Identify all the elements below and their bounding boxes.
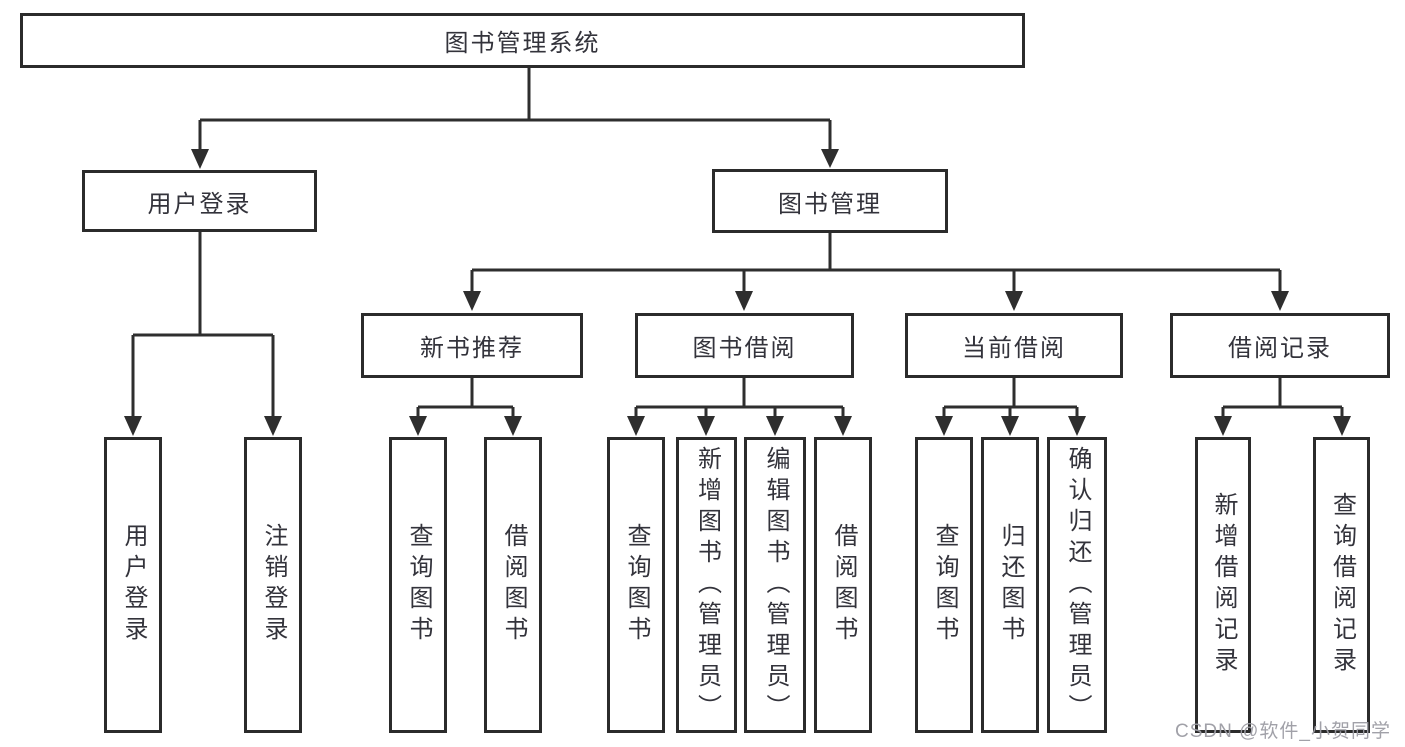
connector-bookmgmt-to-level3: [470, 233, 1282, 297]
leaf-label: 确认归还（管理员）: [1064, 445, 1091, 725]
node-book-management: 图书管理: [712, 169, 948, 233]
leaf-label: 编辑图书（管理员）: [762, 445, 789, 725]
connector-borrowing-to-leaves: [634, 378, 845, 422]
leaf-label: 归还图书: [997, 523, 1024, 647]
arrowhead-icon: [264, 416, 282, 436]
leaf-edit-book-admin: 编辑图书（管理员）: [744, 437, 806, 733]
leaf-label: 查询图书: [931, 523, 958, 647]
arrowhead-icon: [1001, 416, 1019, 436]
watermark-text: CSDN @软件_小贺同学: [1175, 721, 1391, 742]
arrowhead-icon: [935, 416, 953, 436]
node-borrowing-records: 借阅记录: [1170, 313, 1390, 378]
leaf-logout: 注销登录: [244, 437, 302, 733]
connector-records-to-leaves: [1221, 378, 1344, 422]
arrowhead-icon: [409, 416, 427, 436]
arrowhead-icon: [1068, 416, 1086, 436]
connector-current-to-leaves: [942, 378, 1079, 422]
arrowhead-icon: [627, 416, 645, 436]
leaf-add-borrow-record: 新增借阅记录: [1195, 437, 1251, 733]
leaf-query-borrow-record: 查询借阅记录: [1313, 437, 1370, 733]
arrowhead-icon: [821, 149, 839, 168]
leaf-label: 借阅图书: [830, 523, 857, 647]
leaf-query-books-borrowing: 查询图书: [607, 437, 665, 733]
node-user-login: 用户登录: [82, 170, 317, 232]
node-book-borrowing: 图书借阅: [635, 313, 854, 378]
leaf-add-book-admin: 新增图书（管理员）: [676, 437, 737, 733]
leaf-label: 查询图书: [623, 523, 650, 647]
leaf-label: 新增图书（管理员）: [693, 445, 721, 725]
arrowhead-icon: [191, 149, 209, 169]
arrowhead-icon: [1271, 291, 1289, 311]
leaf-confirm-return-admin: 确认归还（管理员）: [1047, 437, 1107, 733]
arrowhead-icon: [1005, 291, 1023, 311]
leaf-label: 查询借阅记录: [1328, 492, 1356, 678]
connector-recommend-to-leaves: [416, 378, 515, 422]
arrowhead-icon: [697, 416, 715, 436]
arrowhead-icon: [1333, 416, 1351, 436]
leaf-borrow-books-borrowing: 借阅图书: [814, 437, 872, 733]
leaf-label: 注销登录: [260, 523, 287, 647]
arrowhead-icon: [463, 291, 481, 311]
arrowhead-icon: [735, 291, 753, 311]
connector-userlogin-to-leaves: [131, 232, 275, 422]
leaf-query-books-recommend: 查询图书: [389, 437, 447, 733]
arrowhead-icon: [1214, 416, 1232, 436]
leaf-label: 借阅图书: [500, 523, 527, 647]
connector-root-to-level2: [198, 68, 832, 155]
leaf-return-books: 归还图书: [981, 437, 1039, 733]
node-current-borrowing: 当前借阅: [905, 313, 1123, 378]
node-library-system: 图书管理系统: [20, 13, 1025, 68]
leaf-query-books-current: 查询图书: [915, 437, 973, 733]
leaf-label: 用户登录: [120, 523, 147, 647]
leaf-label: 查询图书: [405, 523, 432, 647]
arrowhead-icon: [766, 416, 784, 436]
leaf-label: 新增借阅记录: [1210, 492, 1237, 678]
arrowhead-icon: [834, 416, 852, 436]
node-new-book-recommend: 新书推荐: [361, 313, 583, 378]
leaf-user-login: 用户登录: [104, 437, 162, 733]
arrowhead-icon: [504, 416, 522, 436]
leaf-borrow-books-recommend: 借阅图书: [484, 437, 542, 733]
arrowhead-icon: [124, 416, 142, 436]
